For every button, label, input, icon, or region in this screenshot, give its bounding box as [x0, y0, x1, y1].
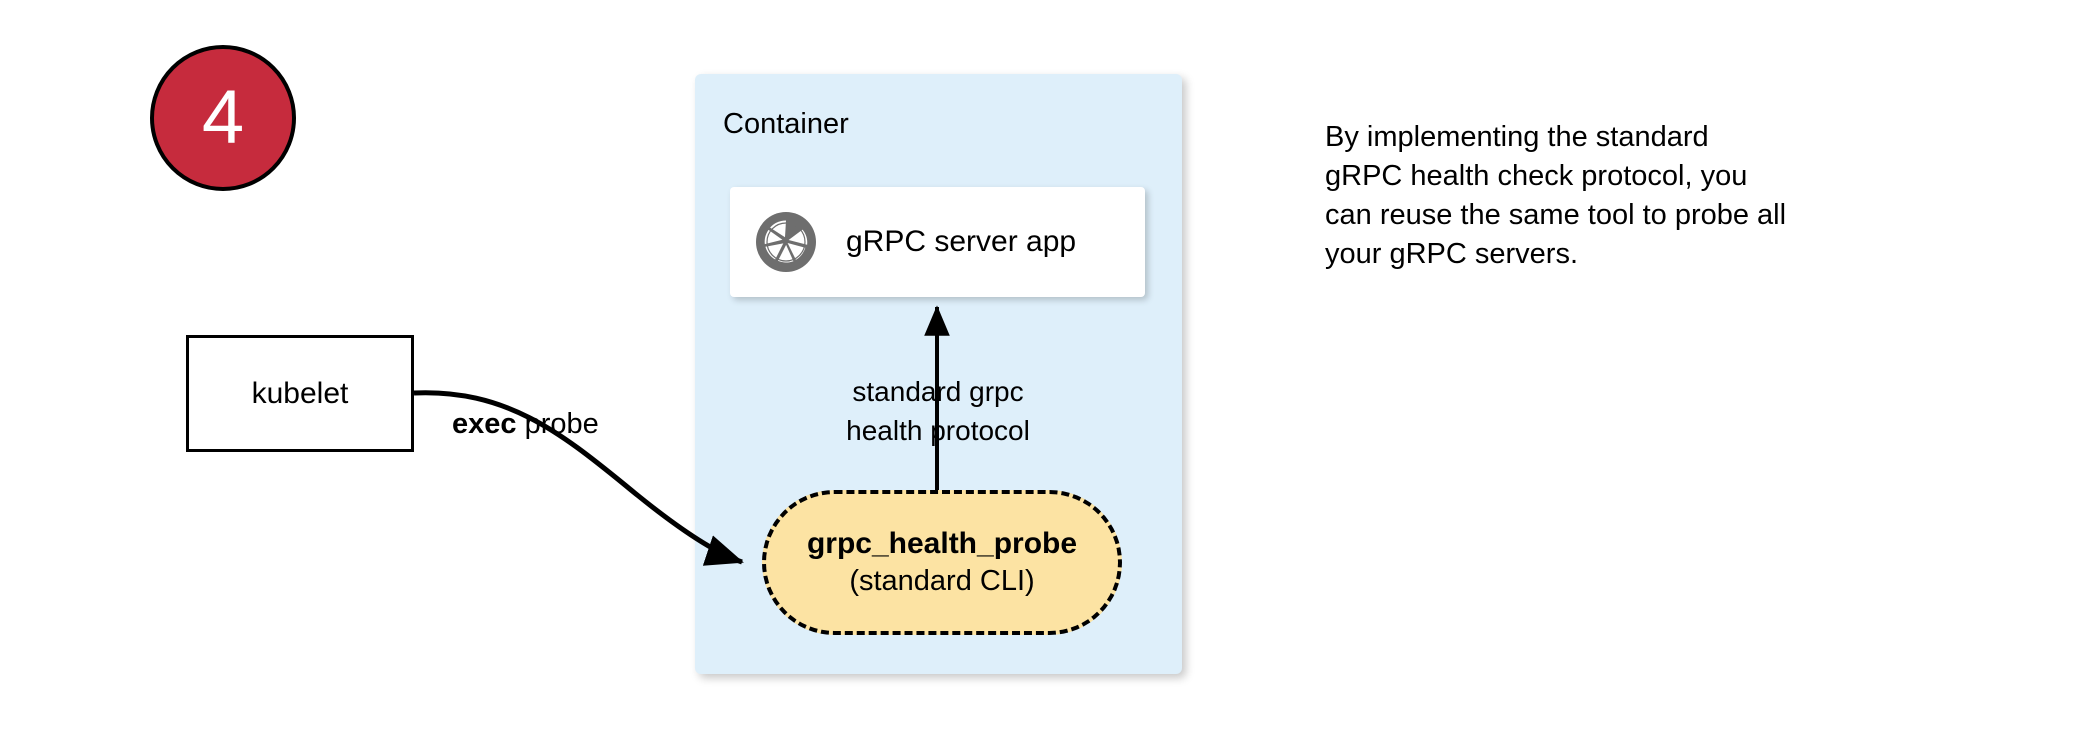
- side-note-line-2: gRPC health check protocol, you: [1325, 160, 1748, 192]
- container-title: Container: [723, 108, 849, 140]
- grpc-health-probe-title: grpc_health_probe: [806, 526, 1078, 560]
- exec-probe-bold-word: exec: [452, 408, 517, 440]
- step-number-value: 4: [201, 75, 245, 160]
- side-note: By implementing the standard gRPC health…: [1325, 118, 1925, 274]
- grpc-server-app-label: gRPC server app: [846, 225, 1077, 258]
- grpc-server-app-card: gRPC server app: [730, 187, 1145, 297]
- grpc-aperture-icon: [756, 212, 816, 272]
- health-protocol-line-2: health protocol: [846, 415, 1030, 446]
- side-note-line-3: can reuse the same tool to probe all: [1325, 199, 1787, 231]
- side-note-line-4: your gRPC servers.: [1325, 238, 1579, 270]
- grpc-health-probe-box: grpc_health_probe (standard CLI): [762, 490, 1122, 635]
- exec-probe-label: exec probe: [452, 410, 599, 439]
- grpc-health-probe-subtitle: (standard CLI): [849, 565, 1035, 598]
- exec-probe-rest: probe: [516, 408, 599, 440]
- kubelet-box: kubelet: [186, 335, 414, 452]
- side-note-line-1: By implementing the standard: [1325, 121, 1709, 153]
- kubelet-label: kubelet: [251, 376, 349, 410]
- step-number-badge: 4: [150, 45, 296, 191]
- health-protocol-line-1: standard grpc: [852, 376, 1024, 407]
- health-protocol-label: standard grpc health protocol: [828, 372, 1048, 450]
